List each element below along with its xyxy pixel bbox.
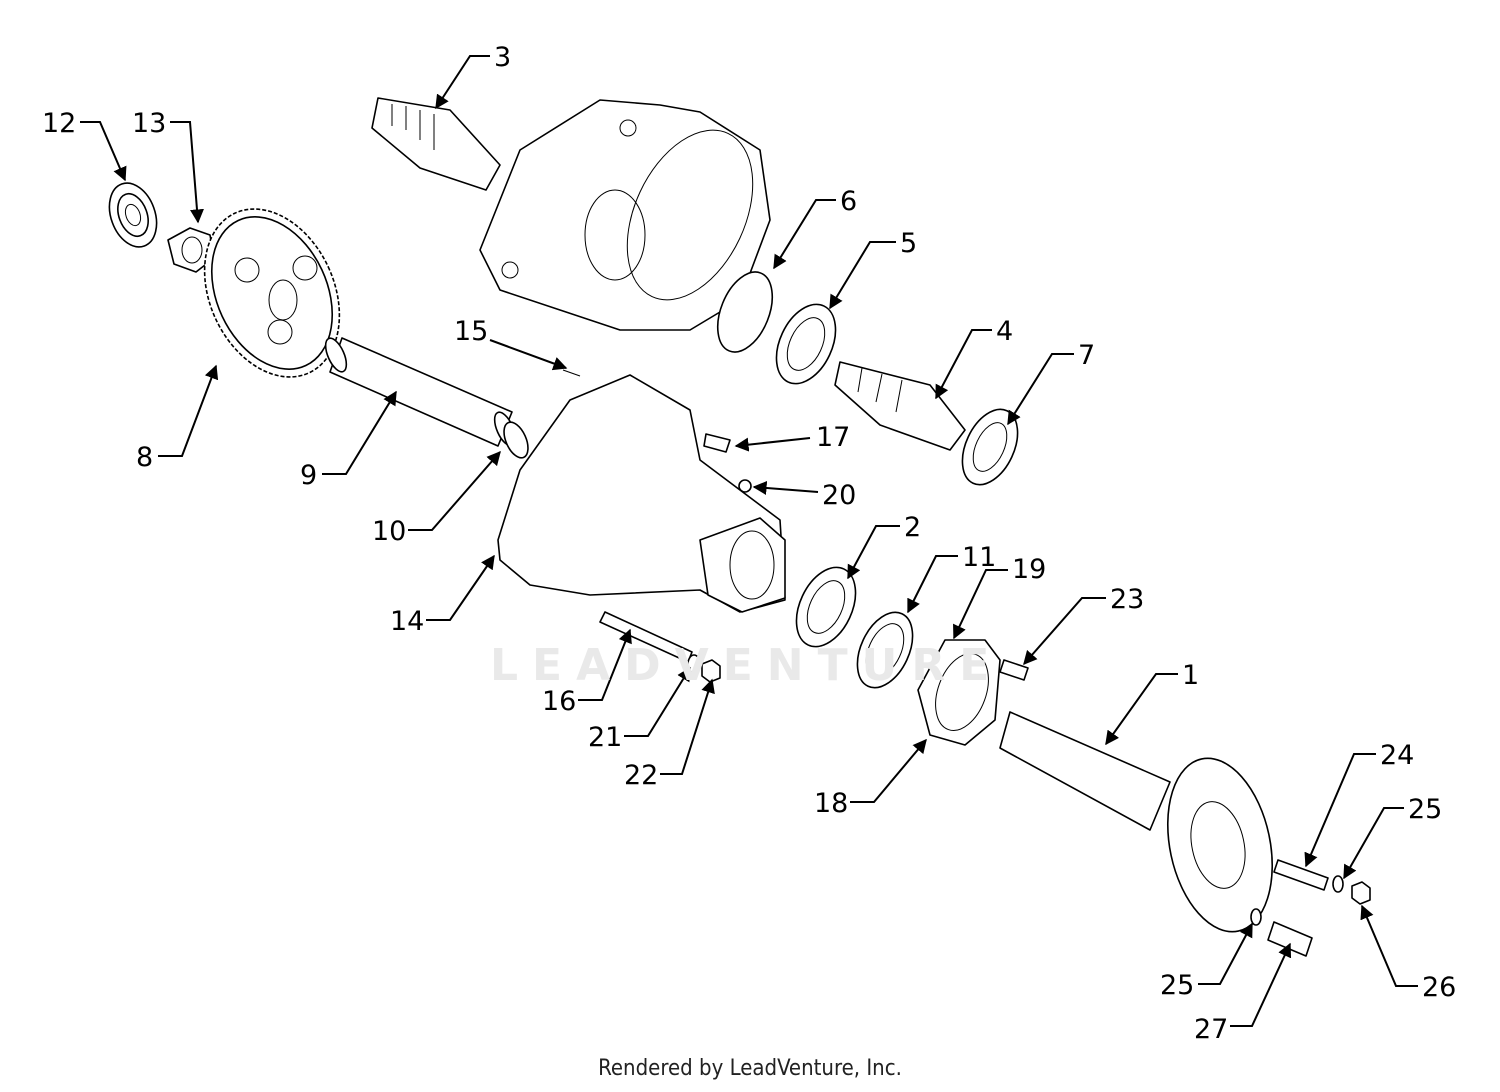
callout-17: 17 [734,422,850,453]
callout-7: 7 [1007,340,1095,426]
svg-text:8: 8 [136,442,153,473]
callout-9: 9 [300,390,397,491]
part-20-plug[interactable] [738,479,752,493]
svg-text:24: 24 [1380,740,1414,771]
part-25-washer-lower[interactable] [1250,908,1262,926]
svg-text:3: 3 [494,42,511,73]
callout-16: 16 [542,628,632,717]
callout-20: 20 [752,480,856,511]
part-4-shaft[interactable] [834,361,966,451]
svg-text:20: 20 [822,480,856,511]
callout-14: 14 [390,554,495,637]
svg-text:13: 13 [132,108,166,139]
callout-8: 8 [136,364,219,473]
svg-text:11: 11 [962,542,996,573]
svg-text:18: 18 [814,788,848,819]
callout-22: 22 [624,678,715,791]
svg-text:16: 16 [542,686,576,717]
part-15-pin[interactable] [562,369,581,377]
callout-3: 3 [435,42,511,110]
callout-10: 10 [372,450,501,547]
svg-text:25: 25 [1408,794,1442,825]
part-12-bearing[interactable] [101,176,165,253]
callout-21: 21 [588,666,691,753]
part-7-bearing[interactable] [951,401,1028,494]
part-10-ring[interactable] [499,419,533,462]
svg-text:5: 5 [900,228,917,259]
svg-text:25: 25 [1160,970,1194,1001]
callout-12: 12 [42,108,127,182]
part-8-gear[interactable] [179,187,366,399]
svg-text:7: 7 [1078,340,1095,371]
part-27-bolt[interactable] [1267,921,1313,957]
part-13-nut[interactable] [167,227,215,273]
callout-5: 5 [829,228,917,310]
callout-25-lower: 25 [1160,922,1253,1001]
svg-text:12: 12 [42,108,76,139]
part-housing-cover[interactable] [479,99,778,331]
callout-26: 26 [1360,904,1456,1003]
part-3-shaft[interactable] [371,97,501,191]
svg-text:26: 26 [1422,972,1456,1003]
part-11-seal[interactable] [846,604,923,697]
part-26-nut[interactable] [1351,881,1371,905]
callout-15: 15 [454,316,568,371]
svg-text:14: 14 [390,606,424,637]
part-23-bolt[interactable] [999,659,1029,681]
callout-18: 18 [814,738,927,819]
part-24-stud[interactable] [1273,859,1329,891]
callout-6: 6 [773,186,857,270]
footer-credit: Rendered by LeadVenture, Inc. [598,1056,902,1081]
callout-25-upper: 25 [1343,794,1442,880]
svg-text:17: 17 [816,422,850,453]
svg-text:6: 6 [840,186,857,217]
part-21-washer[interactable] [687,654,701,674]
svg-text:22: 22 [624,760,658,791]
svg-text:27: 27 [1194,1014,1228,1045]
part-1-axle[interactable] [999,711,1287,941]
callout-2: 2 [847,512,921,580]
callout-27: 27 [1194,942,1292,1045]
svg-text:19: 19 [1012,554,1046,585]
part-17-bolt[interactable] [703,433,731,453]
part-5-bearing[interactable] [765,295,848,393]
svg-text:21: 21 [588,722,622,753]
part-9-shaft[interactable] [321,335,519,448]
svg-text:9: 9 [300,460,317,491]
svg-text:4: 4 [996,316,1013,347]
part-22-nut[interactable] [701,659,721,683]
part-25-washer[interactable] [1332,875,1344,893]
svg-text:1: 1 [1182,660,1199,691]
callout-24: 24 [1304,740,1414,868]
callout-19: 19 [953,554,1046,640]
svg-text:2: 2 [904,512,921,543]
watermark: LEADVENTURE [490,640,1004,691]
svg-text:10: 10 [372,516,406,547]
part-14-housing[interactable] [497,374,786,613]
svg-text:15: 15 [454,316,488,347]
part-2-bearing[interactable] [785,558,868,656]
part-6-snap-ring[interactable] [707,264,783,360]
part-18-19-retainer[interactable] [917,639,1001,746]
callout-4: 4 [935,316,1013,400]
callout-13: 13 [132,108,204,224]
callout-1: 1 [1105,660,1199,746]
callout-11: 11 [907,542,996,614]
svg-text:23: 23 [1110,584,1144,615]
callout-23: 23 [1023,584,1144,666]
